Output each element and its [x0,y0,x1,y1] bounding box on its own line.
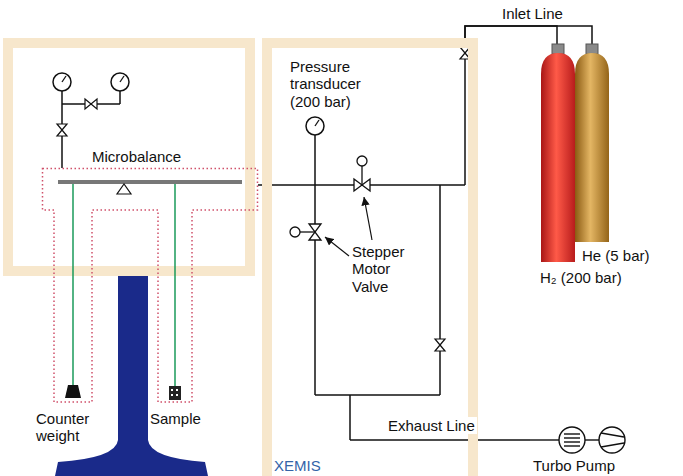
he-cylinder: He (5 bar) [574,44,664,264]
node-shape [530,425,642,457]
counter-weight [65,385,81,398]
hang-wire [174,184,176,386]
node-shape [540,44,576,264]
node-label: Turbo Pump [533,457,615,474]
line-label: Inlet Line [500,5,565,22]
pipe-connector [465,26,592,44]
balance-stand [55,276,208,476]
gas-cylinder [541,53,575,262]
valve-callout: Stepper Motor Valve [352,243,418,295]
part-label: Sample [150,410,220,427]
pipe-connector [258,184,262,186]
node-label: Pressure transducer (200 bar) [290,58,374,110]
node-shape [42,148,258,405]
pressure-transducer: Pressure transducer (200 bar) [290,58,376,112]
xemis-frame-outline [267,43,473,476]
node-label: He (5 bar) [582,247,650,264]
node-label: Microbalance [92,148,181,165]
turbo-pump-symbol [530,427,625,453]
cylinder-valve [552,44,564,54]
cylinder-valve [586,44,598,54]
stepper-valve [354,156,370,191]
gauge-symbol [53,73,129,91]
line-label: Exhaust Line [386,417,477,434]
chamber-outline [43,169,258,403]
balance-housing [8,43,250,271]
node-shape [574,44,610,244]
turbo-pump: Turbo Pump [530,425,642,476]
valve-symbol [85,99,97,109]
stepper-valve [290,224,321,240]
beam-pivot [117,184,131,194]
leader-arrow [364,197,372,240]
node-label: H₂ (200 bar) [540,269,622,286]
gas-cylinder [575,53,609,242]
microbalance-chamber: Microbalance [42,148,258,405]
pipe-connector [478,439,530,441]
leader-arrow [325,237,349,256]
valve-symbol [57,124,67,136]
node-label: XEMIS [274,457,321,474]
pressure-gauge [306,117,324,135]
part-label: Counter weight [36,410,102,445]
hang-wire [72,184,74,385]
sample-basket [169,386,181,400]
pipe-connector [465,26,557,44]
pipe-lines [262,38,478,440]
balance-beam [58,180,242,184]
valve-symbol [435,339,445,351]
